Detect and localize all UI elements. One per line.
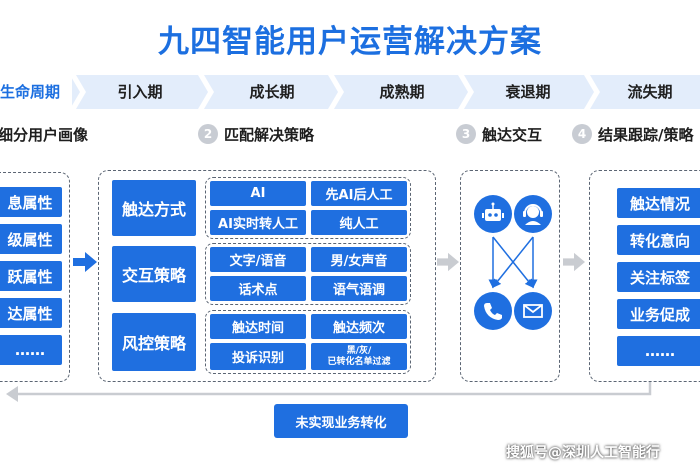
strategy-options-group [205,177,411,239]
lifecycle-stage-label: 生命周期 [0,75,72,109]
chevron-separator-icon [328,75,344,109]
result-item: 触达情况 [617,188,700,218]
profile-item: 跃属性 [0,261,62,291]
feedback-label: 未实现业务转化 [274,404,408,438]
chevron-separator-icon [458,75,474,109]
strategy-options-group [205,310,411,374]
chevron-separator-icon [70,75,86,109]
watermark: 搜狐号@深圳人工智能行 [506,445,660,461]
robot-icon [474,195,512,233]
lifecycle-band [0,75,700,109]
step-label: 结果跟踪/策略 [598,125,694,144]
strategy-option: 投诉识别 [210,343,306,370]
strategy-category: 风控策略 [112,313,196,371]
step-3-header: 3 触达交互 [456,123,542,145]
step-number: 2 [198,124,218,144]
step-label: 细分用户画像 [0,125,89,144]
lifecycle-stage-churn: 流失期 [627,83,673,101]
phone-icon [474,292,512,330]
lifecycle-stage-decline: 衰退期 [505,83,551,101]
strategy-category: 触达方式 [112,180,196,236]
flow-arrow-icon [73,252,97,272]
strategy-option: 触达时间 [210,314,306,339]
strategy-category: 交互策略 [112,246,196,302]
step-4-header: 4 结果跟踪/策略 [572,123,693,145]
strategy-option: 触达频次 [311,314,407,339]
reach-connections [488,236,538,289]
lifecycle-stage-mature: 成熟期 [379,83,425,101]
profile-item: 息属性 [0,187,62,217]
profile-item: …… [0,335,62,365]
agent-headset-icon [514,195,552,233]
strategy-option: 语气语调 [311,276,407,301]
step-label: 匹配解决策略 [224,125,315,144]
profile-item: 级属性 [0,224,62,254]
chevron-separator-icon [584,75,600,109]
step-1-header: 细分用户画像 [0,123,88,145]
strategy-option: 话术点 [210,276,306,301]
strategy-option: 文字/语音 [210,247,306,272]
strategy-option: AI实时转人工 [210,210,306,235]
strategy-option: 男/女声音 [311,247,407,272]
strategy-option: AI [210,181,306,206]
step-2-header: 2 匹配解决策略 [198,123,314,145]
step-number: 4 [572,124,592,144]
chevron-separator-icon [198,75,214,109]
result-item: …… [617,336,700,366]
flow-arrow-icon [437,252,459,272]
flow-arrow-icon [563,252,585,272]
lifecycle-stage-intro: 引入期 [117,83,163,101]
result-item: 关注标签 [617,262,700,292]
feedback-loop-line [6,382,652,402]
strategy-option: 先AI后人工 [311,181,407,206]
strategy-option: 纯人工 [311,210,407,235]
result-item: 业务促成 [617,299,700,329]
strategy-option: 黑/灰/ 已转化名单过滤 [311,343,407,370]
strategy-options-group [205,243,411,305]
page-title: 九四智能用户运营解决方案 [158,24,542,60]
result-item: 转化意向 [617,225,700,255]
step-number: 3 [456,124,476,144]
profile-item: 达属性 [0,298,62,328]
step-label: 触达交互 [482,125,543,144]
lifecycle-stage-growth: 成长期 [249,83,295,101]
message-icon [514,292,552,330]
